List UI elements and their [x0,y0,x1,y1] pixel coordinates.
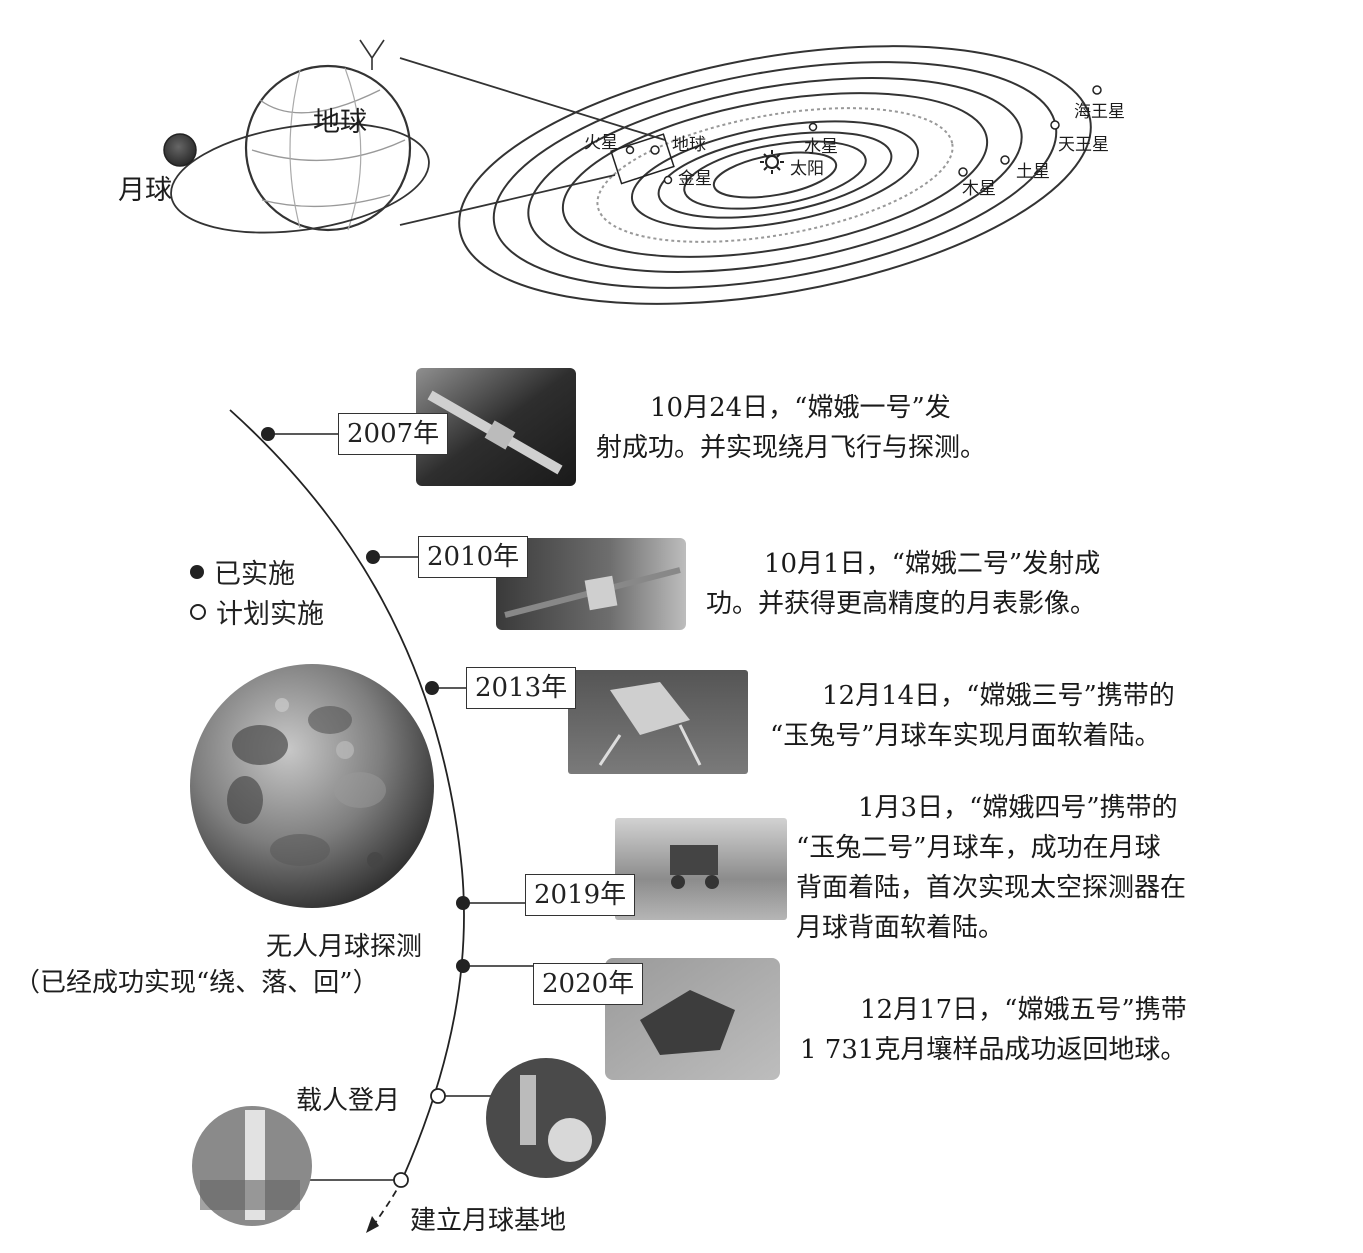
moon-small [163,133,197,167]
desc-line: “玉兔号”月球车实现月面软着陆。 [770,721,1161,751]
desc-2020: 12月17日，“嫦娥五号”携带 1 731克月壤样品成功返回地球。 [800,990,1187,1070]
saturn-marker [1000,155,1010,165]
desc-line: 射成功。并实现绕月飞行与探测。 [596,433,987,463]
orbit-jupiter [561,92,989,258]
earth-globe [244,39,412,232]
unmanned-title: 无人月球探测 [266,932,423,962]
open-dot-icon [190,603,206,620]
manned-landing-label: 载人登月 [296,1086,401,1116]
legend-planned: 计划实施 [190,592,324,631]
node-base [393,1172,409,1188]
zoom-line-top [399,57,666,141]
timeline-nodes [261,427,470,1188]
timeline-curve [229,409,465,1181]
year-box-2010: 2010年 [418,536,529,578]
earth-zoom-box [610,133,675,185]
zoom-line-bottom [399,174,616,226]
moon-base-label: 建立月球基地 [410,1206,567,1236]
node-2010 [366,550,380,564]
neptune-marker [1092,85,1102,95]
year-box-2019: 2019年 [525,874,636,916]
desc-line: 功。并获得更高精度的月表影像。 [706,589,1097,619]
node-2019 [456,896,470,910]
desc-line: 背面着陆，首次实现太空探测器在 [796,873,1187,903]
desc-line: “玉兔二号”月球车，成功在月球 [796,833,1161,863]
desc-line: 12月14日，“嫦娥三号”携带的 [822,681,1175,711]
photo-base [192,1106,312,1226]
photo-2020 [605,958,780,1080]
jupiter-label: 木星 [962,179,996,199]
year-box-2013: 2013年 [466,667,577,709]
moon-globe [190,664,434,908]
filled-dot-icon [190,564,204,579]
earth-small-label: 地球 [672,135,706,155]
year-box-2007: 2007年 [338,413,449,455]
node-2007 [261,427,275,441]
photo-2013 [568,670,748,774]
sun-label: 太阳 [790,159,824,179]
desc-2010: 10月1日，“嫦娥二号”发射成 功。并获得更高精度的月表影像。 [706,544,1100,624]
orbit-venus [683,140,867,210]
photo-2019 [615,818,787,920]
node-2020 [456,959,470,973]
sun-icon [760,150,784,174]
uranus-label: 天王星 [1058,135,1109,155]
orbit-mars [630,120,920,230]
timeline-curve-dashed [371,1179,403,1229]
desc-line: 10月24日，“嫦娥一号”发 [650,393,951,423]
earth-marker [650,145,660,155]
year-box-2020: 2020年 [533,963,644,1005]
photo-2010 [496,538,686,630]
jupiter-marker [958,167,968,177]
photo-manned [486,1058,606,1178]
earth-label: 地球 [313,107,367,138]
mars-marker [625,145,635,155]
orbit-saturn [527,77,1023,273]
desc-line: 月球背面软着陆。 [796,913,1005,943]
mars-label: 火星 [584,133,618,153]
photo-2007 [416,368,576,486]
legend-implemented: 已实施 [190,552,295,591]
unmanned-subtitle: （已经成功实现“绕、落、回”） [14,968,379,998]
orbit-neptune [458,45,1092,305]
desc-line: 1 731克月壤样品成功返回地球。 [800,1035,1187,1065]
solar-orbits [458,45,1092,305]
desc-2007: 10月24日，“嫦娥一号”发 射成功。并实现绕月飞行与探测。 [596,388,986,468]
desc-line: 10月1日，“嫦娥二号”发射成 [764,549,1101,579]
node-2013 [425,681,439,695]
legend-implemented-label: 已实施 [214,559,295,590]
mercury-label: 水星 [804,137,838,157]
node-manned [430,1088,446,1104]
moon-orbit [170,122,430,234]
orbit-earth [657,131,893,219]
mercury-marker [808,122,818,132]
saturn-label: 土星 [1016,162,1050,182]
timeline-arrow-icon [366,1216,379,1233]
venus-label: 金星 [678,169,712,189]
orbit-asteroid [596,107,954,243]
legend-planned-label: 计划实施 [216,599,324,630]
planet-markers [625,85,1102,185]
venus-marker [663,175,673,185]
neptune-label: 海王星 [1074,102,1125,122]
moon-label: 月球 [118,175,172,206]
desc-2013: 12月14日，“嫦娥三号”携带的 “玉兔号”月球车实现月面软着陆。 [770,676,1175,756]
timeline-connectors [268,433,533,1181]
uranus-marker [1050,120,1060,130]
desc-line: 12月17日，“嫦娥五号”携带 [860,995,1187,1025]
desc-2019: 1月3日，“嫦娥四号”携带的 “玉兔二号”月球车，成功在月球 背面着陆，首次实现… [796,788,1186,948]
desc-line: 1月3日，“嫦娥四号”携带的 [858,793,1178,823]
